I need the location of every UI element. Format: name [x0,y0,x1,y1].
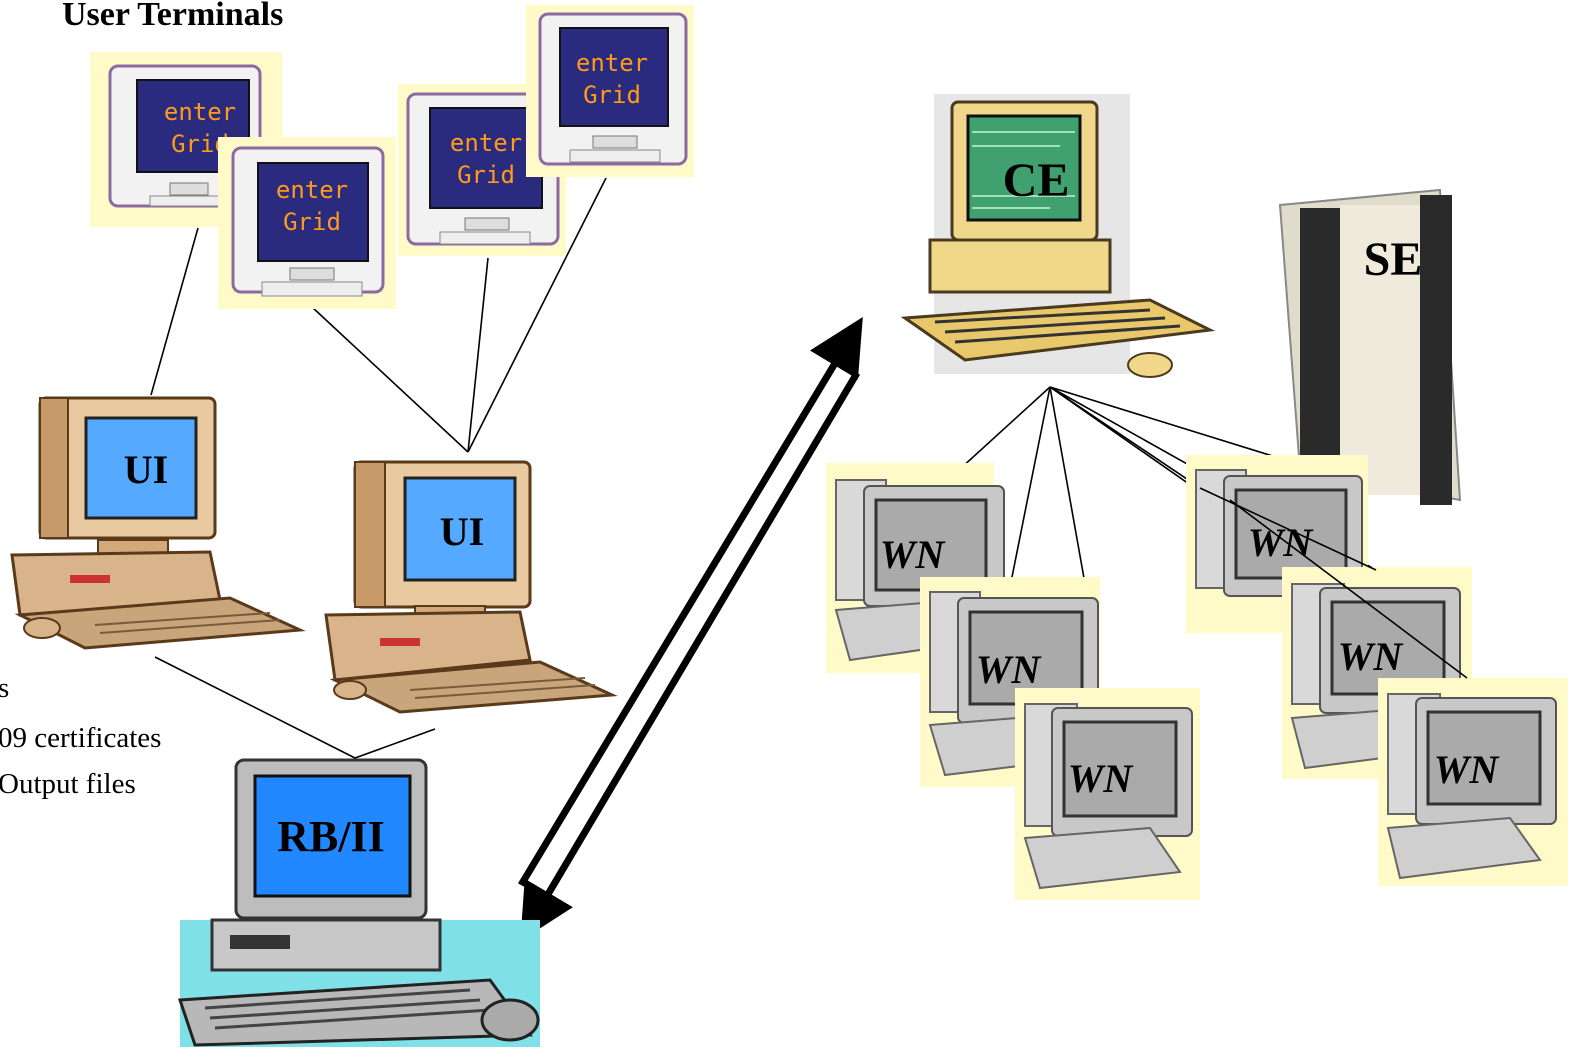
ui-workstation-2: UI [324,460,618,714]
terminal-text-line2: Grid [583,81,641,109]
wn-node-3: WN [1015,688,1200,900]
user-terminal-4: enter Grid [526,5,694,177]
ce-computer: CE [900,94,1216,378]
side-text-line: Output files [0,768,136,800]
wn-node-6: WN [1378,678,1568,886]
terminal-text-line2: Grid [457,161,515,189]
connector-lines-overlay [1199,487,1468,679]
arrow-down-to-rb [520,371,861,942]
user-terminal-2: enter Grid [218,137,396,309]
side-text-line: 09 certificates [0,722,162,754]
wn-label: WN [880,532,947,577]
side-text-line: s [0,672,10,704]
terminal-text-line1: enter [450,129,522,157]
wn-label: WN [1434,747,1501,792]
terminal-text-line1: enter [164,98,236,126]
terminal-text-line1: enter [276,176,348,204]
wn-label: WN [976,647,1043,692]
ui-label: UI [440,509,484,554]
user-terminals-title: User Terminals [62,0,284,33]
rb-ii-computer: RB/II [177,758,540,1047]
wn-label: WN [1338,634,1405,679]
terminal-text-line1: enter [576,49,648,77]
ui-label: UI [124,447,168,492]
rb-ii-label: RB/II [277,812,385,861]
wn-label: WN [1068,756,1135,801]
wn-label: WN [1248,520,1315,565]
arrow-up-to-ce [518,317,863,887]
se-label: SE [1364,233,1423,286]
ui-workstation-1: UI [10,396,306,650]
ce-label: CE [1003,154,1070,207]
se-storage: SE [1278,188,1462,505]
terminal-text-line2: Grid [283,208,341,236]
double-arrow [518,317,863,942]
